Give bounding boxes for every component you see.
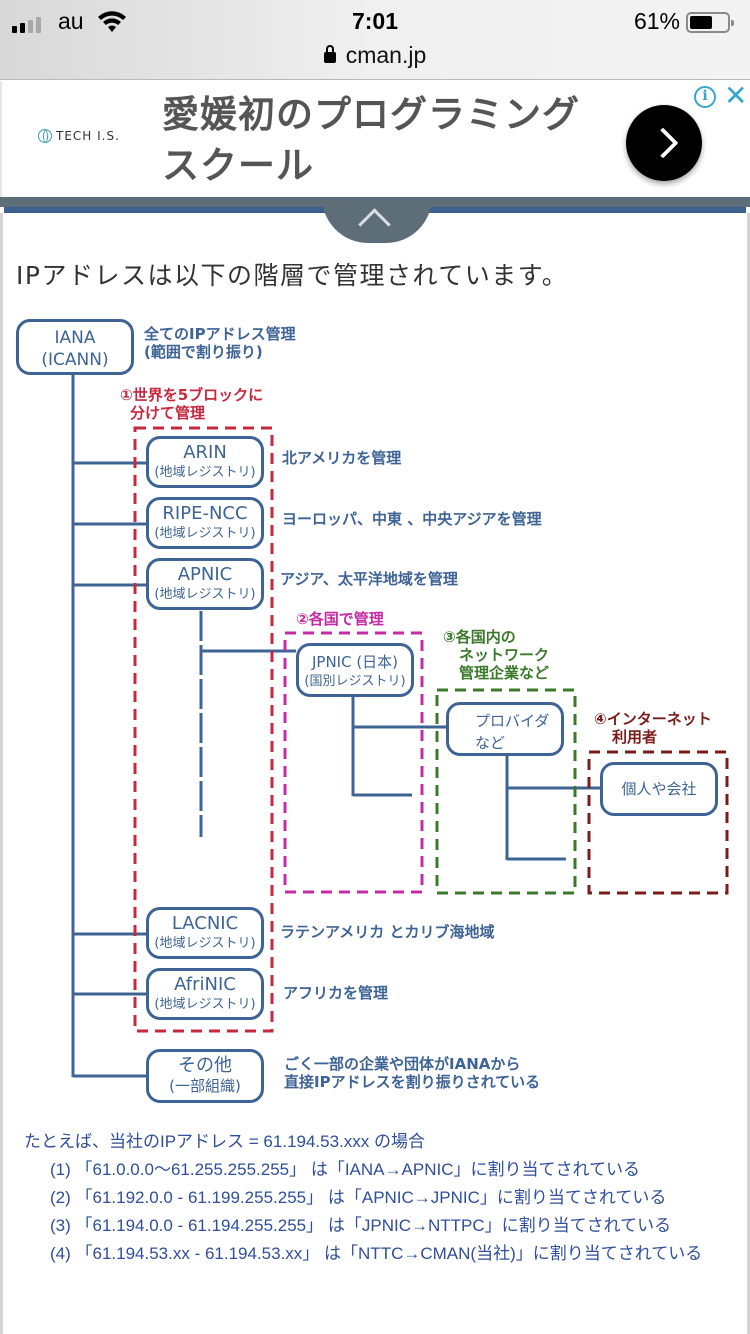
info-icon[interactable]: i [694,86,716,108]
ip-hierarchy-diagram: IANA (ICANN) 全てのIPアドレス管理 (範囲で割り振り) ①世界を5… [0,300,750,1120]
node-ripe-ncc: RIPE-NCC (地域レジストリ) [146,497,264,549]
node-arin-sub: (地域レジストリ) [154,465,256,480]
node-lacnic: LACNIC (地域レジストリ) [146,907,264,959]
node-apnic-name: APNIC [177,564,233,585]
close-icon[interactable]: ✕ [724,80,748,111]
node-arin-name: ARIN [183,442,227,463]
label-iana-desc: 全てのIPアドレス管理 (範囲で割り振り) [144,325,296,361]
node-other-name: その他 [178,1055,232,1076]
signal-icon [12,17,41,33]
node-isp: プロバイダ など [446,702,564,756]
intro-text: IPアドレスは以下の階層で管理されています。 [16,261,569,290]
wifi-icon [98,11,126,32]
page-border-left [0,213,3,1334]
node-other-sub: (一部組織) [169,1077,241,1095]
node-user: 個人や会社 [600,762,718,816]
node-jpnic-sub: (国別レジストリ) [304,674,406,689]
battery-percent: 61% [633,8,680,34]
group4-title-2: 利用者 [612,728,658,746]
url-domain: cman.jp [345,42,427,68]
chevron-up-icon[interactable] [322,197,432,243]
label-arin-desc: 北アメリカを管理 [282,449,402,467]
group3-title: ③各国内の ネットワーク 管理企業など [443,628,549,682]
group3-title-2: ネットワーク [459,646,550,664]
node-ripe-ncc-sub: (地域レジストリ) [154,526,256,541]
label-lacnic-desc: ラテンアメリカ とカリブ海地域 [280,923,495,941]
ad-brand-name: TECH I.S. [56,129,120,143]
example-line-2: (2) 「61.192.0.0 - 61.199.255.255」 は「APNI… [50,1188,667,1207]
group2-title: ②各国で管理 [296,610,384,628]
node-user-name: 個人や会社 [621,780,697,798]
node-afrinic-sub: (地域レジストリ) [154,997,256,1012]
group1-title-2: 分けて管理 [130,404,206,422]
node-iana: IANA (ICANN) [16,319,134,375]
group3-title-1: ③各国内の [443,628,516,646]
ad-banner[interactable]: TECH I.S. 愛媛初のプログラミングスクール i ✕ [0,81,750,197]
label-other-desc-2: 直接IPアドレスを割り振りされている [284,1073,541,1091]
globe-icon [38,129,52,143]
example-line-3: (3) 「61.194.0.0 - 61.194.255.255」 は「JPNI… [50,1216,672,1235]
node-ripe-ncc-name: RIPE-NCC [162,503,248,524]
ad-headline[interactable]: 愛媛初のプログラミングスクール [162,93,580,187]
status-bar: au 7:01 61% [0,6,750,38]
node-apnic: APNIC (地域レジストリ) [146,558,264,610]
carrier-name: au [58,8,84,34]
node-arin: ARIN (地域レジストリ) [146,436,264,488]
group1-box [133,426,274,1033]
group4-box [587,750,729,895]
label-iana-desc-2: (範囲で割り振り) [144,343,263,361]
example-line-4: (4) 「61.194.53.xx - 61.194.53.xx」 は「NTTC… [50,1244,703,1263]
group1-title-1: ①世界を5ブロックに [120,386,264,404]
label-iana-desc-1: 全てのIPアドレス管理 [144,325,296,343]
clock: 7:01 [351,8,399,34]
group3-box [435,688,577,895]
browser-top-bar: au 7:01 61% cman.jp [0,0,750,80]
node-lacnic-sub: (地域レジストリ) [154,936,256,951]
node-isp-sub: など [475,734,506,752]
url-bar[interactable]: cman.jp [0,42,750,69]
node-afrinic: AfriNIC (地域レジストリ) [146,968,264,1020]
example-block: たとえば、当社のIPアドレス = 61.194.53.xxx の場合 (1) 「… [24,1128,702,1268]
label-apnic-desc: アジア、太平洋地域を管理 [280,570,458,588]
page-border-right [747,213,750,1334]
ad-brand-logo: TECH I.S. [38,129,120,143]
group4-title-1: ④インターネット [594,710,712,728]
diagram-lines [71,375,729,1078]
lock-icon [323,45,336,63]
battery-icon [686,12,734,33]
group3-title-3: 管理企業など [459,664,550,682]
node-other: その他 (一部組織) [146,1049,264,1103]
node-afrinic-name: AfriNIC [174,974,236,995]
node-iana-sub: (ICANN) [41,350,109,370]
example-heading: たとえば、当社のIPアドレス = 61.194.53.xxx の場合 [24,1132,426,1151]
label-other-desc-1: ごく一部の企業や団体がIANAから [284,1055,521,1073]
label-ripe-desc: ヨーロッパ、中東 、中央アジアを管理 [282,510,542,528]
chevron-right-icon[interactable] [626,105,702,181]
node-apnic-sub: (地域レジストリ) [154,587,256,602]
node-jpnic-name: JPNIC (日本) [311,653,399,671]
node-iana-name: IANA [54,328,96,348]
group4-title: ④インターネット 利用者 [594,710,712,746]
label-other-desc: ごく一部の企業や団体がIANAから 直接IPアドレスを割り振りされている [284,1055,540,1091]
node-lacnic-name: LACNIC [171,913,239,934]
node-isp-name: プロバイダ [475,712,550,730]
label-afrinic-desc: アフリカを管理 [283,984,389,1002]
group1-title: ①世界を5ブロックに 分けて管理 [120,386,263,422]
example-line-1: (1) 「61.0.0.0～61.255.255.255」 は「IANA→APN… [50,1160,640,1179]
node-jpnic: JPNIC (日本) (国別レジストリ) [296,643,414,697]
